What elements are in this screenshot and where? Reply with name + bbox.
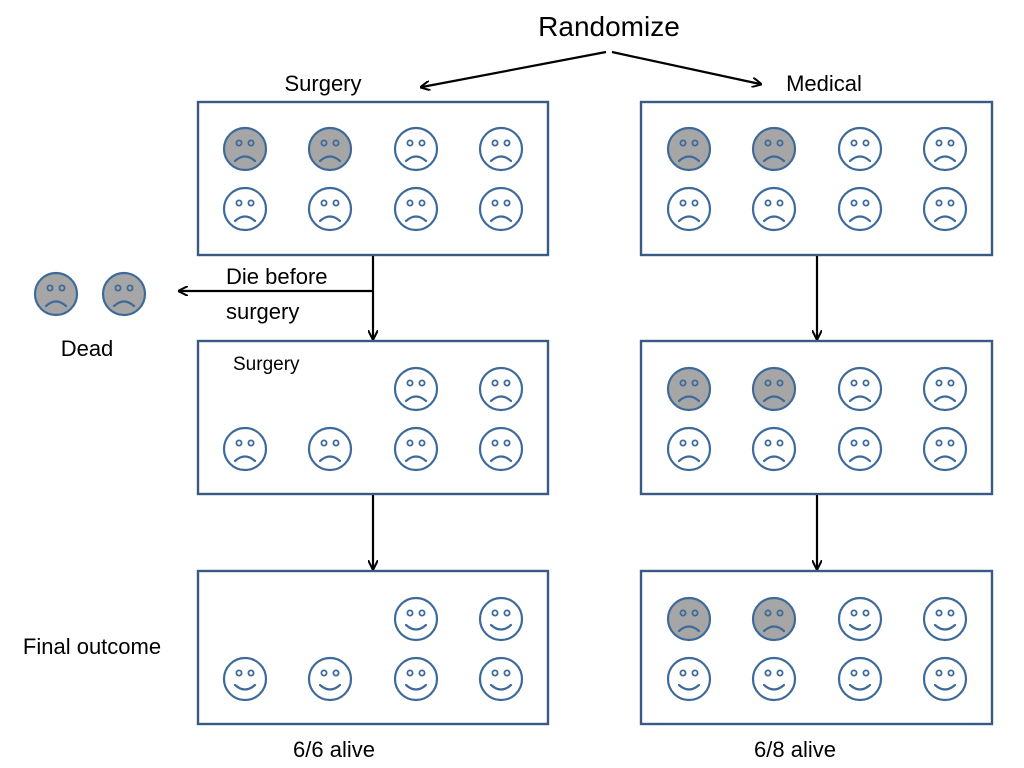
surgery-randomized-face-r2-1 (222, 186, 268, 232)
medical-randomized-face-r2-1 (666, 186, 712, 232)
medical-final-face-r2-4 (922, 656, 968, 702)
medical-treated-face-r2-2 (751, 426, 797, 472)
surgery-randomized-face-r1-3 (393, 126, 439, 172)
medical-arm-label: Medical (786, 71, 862, 96)
surgery-final-face-r2-4 (478, 656, 524, 702)
surgery-final-face-r1-4 (478, 596, 524, 642)
surgery-treated-face-r2-1 (222, 426, 268, 472)
randomize-title: Randomize (538, 11, 680, 42)
medical-randomized-face-r2-4 (922, 186, 968, 232)
surgery-randomized-face-r2-4 (478, 186, 524, 232)
surgery-randomized-face-r2-3 (393, 186, 439, 232)
dead-face-2 (101, 271, 147, 317)
medical-treated-face-r1-2 (751, 366, 797, 412)
medical-randomized-face-r2-2 (751, 186, 797, 232)
medical-randomized-face-r1-3 (837, 126, 883, 172)
medical-treated-face-r1-3 (837, 366, 883, 412)
surgery-arm-label: Surgery (284, 71, 361, 96)
dead-face-1 (33, 271, 79, 317)
medical-randomized-box (639, 100, 994, 257)
die-before-label-line1: Die before (226, 264, 328, 289)
medical-randomized-face-r1-1 (666, 126, 712, 172)
medical-final-face-r1-2 (751, 596, 797, 642)
medical-final-face-r1-3 (837, 596, 883, 642)
medical-final-face-r2-1 (666, 656, 712, 702)
medical-randomized-face-r1-2 (751, 126, 797, 172)
surgery-final-box (196, 569, 550, 726)
medical-treated-face-r2-3 (837, 426, 883, 472)
medical-treated-face-r1-1 (666, 366, 712, 412)
medical-randomized-face-r1-4 (922, 126, 968, 172)
surgery-randomized-face-r1-1 (222, 126, 268, 172)
surgery-randomized-face-r1-4 (478, 126, 524, 172)
medical-treated-face-r2-1 (666, 426, 712, 472)
arrow-to-medical (611, 50, 760, 84)
medical-treated-box (639, 339, 994, 496)
surgery-result-label: 6/6 alive (293, 737, 375, 762)
surgery-final-face-r2-2 (307, 656, 353, 702)
surgery-treated-face-r1-4 (478, 366, 524, 412)
arrow-to-surgery (422, 50, 607, 87)
surgery-treated-face-r1-3 (393, 366, 439, 412)
faces-layer (33, 126, 968, 702)
medical-final-face-r1-1 (666, 596, 712, 642)
surgery-randomized-face-r1-2 (307, 126, 353, 172)
surgery-treated-box (196, 339, 550, 496)
surgery-randomized-box (196, 100, 550, 257)
surgery-treated-face-r2-3 (393, 426, 439, 472)
medical-final-face-r1-4 (922, 596, 968, 642)
medical-randomized-face-r2-3 (837, 186, 883, 232)
die-before-label-line2: surgery (226, 299, 299, 324)
medical-treated-face-r1-4 (922, 366, 968, 412)
final-outcome-label: Final outcome (23, 634, 161, 659)
dead-label: Dead (61, 336, 114, 361)
medical-final-box (639, 569, 994, 726)
surgery-final-face-r2-3 (393, 656, 439, 702)
surgery-randomized-face-r2-2 (307, 186, 353, 232)
medical-result-label: 6/8 alive (754, 737, 836, 762)
surgery-treated-face-r2-4 (478, 426, 524, 472)
surgery-box-label: Surgery (233, 354, 300, 375)
surgery-final-face-r2-1 (222, 656, 268, 702)
medical-final-face-r2-3 (837, 656, 883, 702)
surgery-final-face-r1-3 (393, 596, 439, 642)
medical-final-face-r2-2 (751, 656, 797, 702)
medical-treated-face-r2-4 (922, 426, 968, 472)
surgery-treated-face-r2-2 (307, 426, 353, 472)
